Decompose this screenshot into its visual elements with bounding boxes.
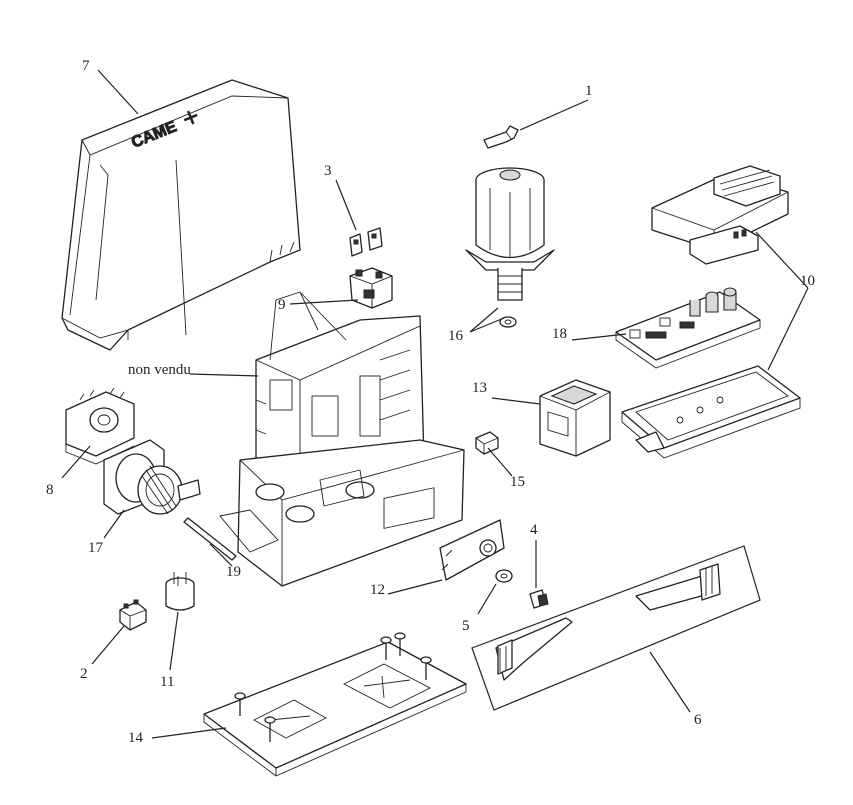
part-release-pin: [483, 125, 519, 149]
part-release-cover: [439, 519, 505, 581]
label-4: 4: [530, 522, 538, 538]
part-motor-flange: [65, 387, 135, 465]
part-release-knob: [495, 569, 513, 583]
label-18: 18: [552, 326, 567, 342]
label-1: 1: [585, 83, 593, 99]
label-9: 9: [278, 297, 286, 313]
label-15: 15: [510, 474, 525, 490]
label-12: 12: [370, 582, 385, 598]
label-19: 19: [226, 564, 241, 580]
part-board-tray: [621, 365, 801, 459]
base-plate-bolts: [234, 632, 432, 742]
part-cover: CAME: [61, 79, 301, 351]
label-13: 13: [472, 380, 487, 396]
label-2: 2: [80, 666, 88, 682]
part-gear-assembly: [103, 439, 201, 515]
label-16: 16: [448, 328, 464, 344]
part-limit-cams-panel: [471, 545, 761, 711]
part-base-plate: [203, 632, 467, 777]
part-terminal-block: [119, 599, 147, 631]
label-5: 5: [462, 618, 470, 634]
part-limit-switch: [349, 267, 393, 309]
part-shaft-pin: [183, 517, 237, 561]
part-gearbox-body: [219, 291, 465, 587]
label-14: 14: [128, 730, 144, 746]
part-micro-switch: [475, 431, 499, 455]
part-board-cover: [651, 165, 789, 265]
label-11: 11: [160, 674, 174, 690]
part-transformer: [539, 379, 611, 457]
label-7: 7: [82, 58, 90, 74]
label-8: 8: [46, 482, 54, 498]
label-17: 17: [88, 540, 104, 556]
label-not-sold: non vendu: [128, 362, 191, 378]
part-control-board: [615, 287, 761, 369]
part-motor: [465, 167, 555, 328]
part-release-key: [529, 589, 549, 609]
label-3: 3: [324, 163, 332, 179]
label-10: 10: [800, 273, 815, 289]
part-labels: 1 7 3 9 10 16 18 non vendu 13 8 15 4 17 …: [46, 58, 815, 746]
leader-lines: [61, 69, 809, 739]
part-connectors-pair: [349, 227, 383, 257]
label-6: 6: [694, 712, 702, 728]
part-capacitor: [165, 572, 195, 611]
